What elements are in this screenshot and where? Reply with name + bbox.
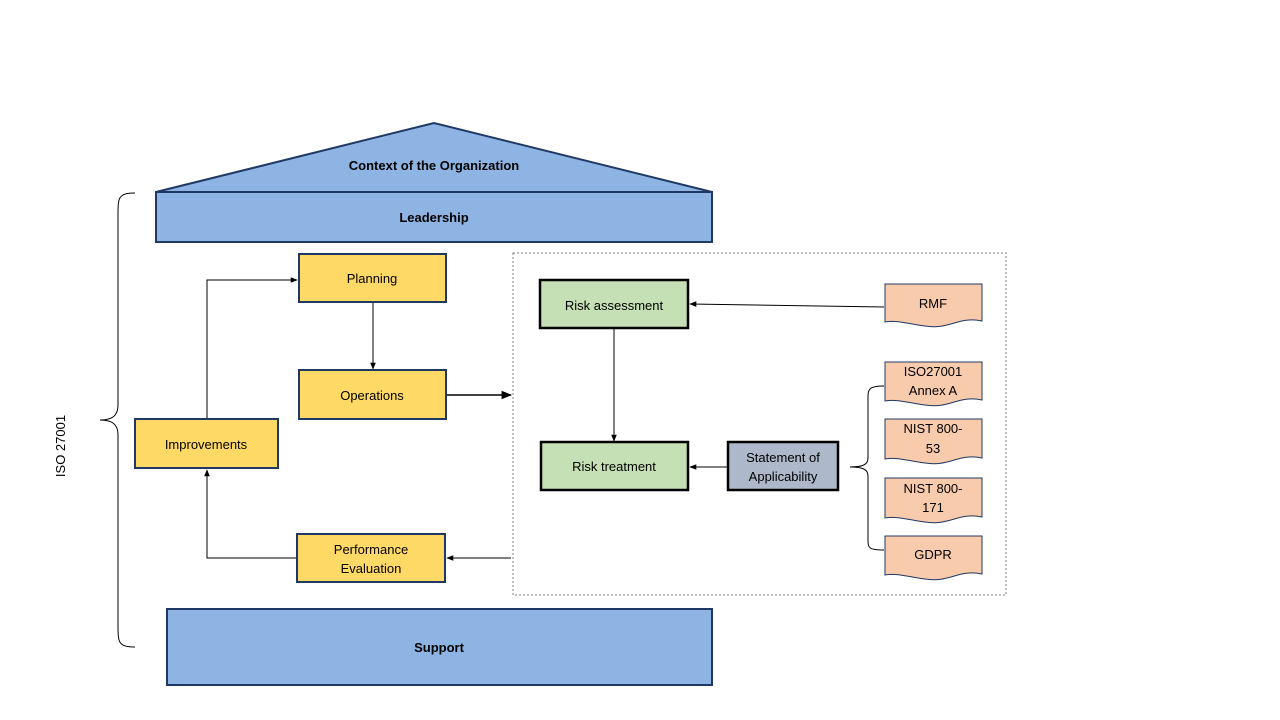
performance-evaluation-box — [296, 533, 446, 583]
improvements-box — [134, 418, 279, 469]
rmf-to-assessment-arrow — [689, 301, 885, 308]
risk-assessment-label: Risk assessment — [565, 298, 664, 313]
iso-brace — [99, 192, 136, 648]
support-label: Support — [414, 640, 464, 655]
risk-assessment-box — [538, 278, 690, 330]
soa-label-line2: Applicability — [749, 469, 818, 484]
risk-treatment-box — [539, 440, 690, 492]
risk-container — [512, 252, 1007, 596]
rmf-document — [884, 283, 983, 328]
nist171-label-line1: NIST 800- — [903, 481, 962, 496]
roof-label: Context of the Organization — [349, 158, 520, 173]
nist53-label-line2: 53 — [926, 441, 940, 456]
leadership-box — [155, 191, 713, 243]
gdpr-document — [884, 535, 983, 581]
rmf-label: RMF — [919, 296, 947, 311]
risk-treatment-label: Risk treatment — [572, 459, 656, 474]
operations-box — [298, 369, 447, 420]
planning-label: Planning — [347, 271, 398, 286]
planning-box — [298, 253, 447, 303]
improvements-label: Improvements — [165, 437, 248, 452]
documents-brace — [849, 385, 885, 551]
iso-annex-label-line2: Annex A — [909, 383, 958, 398]
statement-of-applicability-box — [726, 440, 840, 492]
iso-annex-label-line1: ISO27001 — [904, 364, 963, 379]
iso-side-label: ISO 27001 — [53, 415, 68, 477]
leadership-label: Leadership — [399, 210, 468, 225]
nist-800-171-document — [884, 477, 983, 524]
performance-label-line1: Performance — [334, 542, 408, 557]
nist-800-53-document — [884, 418, 983, 465]
iso-annex-a-document — [884, 361, 983, 407]
soa-label-line1: Statement of — [746, 450, 820, 465]
nist171-label-line2: 171 — [922, 500, 944, 515]
operations-label: Operations — [340, 388, 404, 403]
performance-to-improvements-arrow — [204, 469, 297, 559]
support-box — [166, 608, 713, 686]
nist53-label-line1: NIST 800- — [903, 421, 962, 436]
performance-label-line2: Evaluation — [341, 561, 402, 576]
improvements-to-planning-arrow — [206, 277, 298, 419]
gdpr-label: GDPR — [914, 547, 952, 562]
